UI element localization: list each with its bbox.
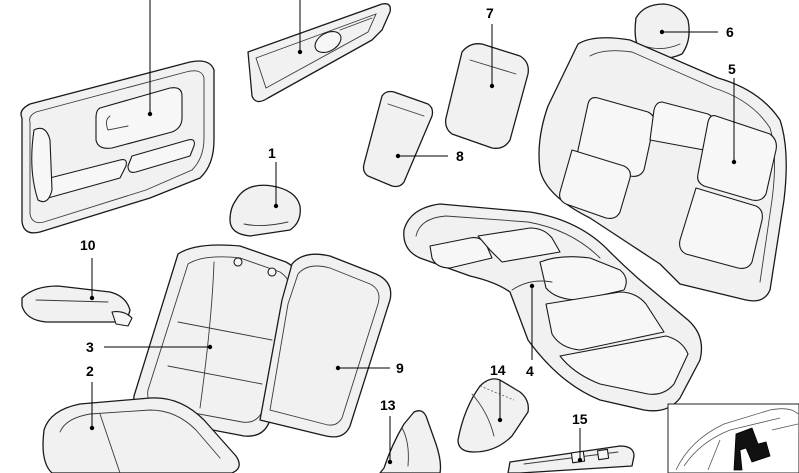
callout-1[interactable]: 1 <box>268 145 276 161</box>
leader-dot-4 <box>529 283 535 289</box>
leader-dot-7 <box>489 83 495 89</box>
leader-dot-15 <box>577 457 583 463</box>
callout-15[interactable]: 15 <box>572 411 588 427</box>
gear-lever-boot[interactable] <box>379 410 442 473</box>
leader-dot-9 <box>335 365 341 371</box>
armrest-pad[interactable] <box>21 285 133 327</box>
callout-14[interactable]: 14 <box>490 362 506 378</box>
trim-pad-8[interactable] <box>362 90 434 188</box>
rear-seat-backrest[interactable] <box>538 37 787 302</box>
door-trim-panel-front[interactable] <box>20 60 215 234</box>
seat-back-panel[interactable] <box>259 253 392 438</box>
rear-seat-cushion[interactable] <box>403 203 703 412</box>
callout-4[interactable]: 4 <box>526 363 534 379</box>
trim-pad-7[interactable] <box>444 43 529 149</box>
leader-dot-10 <box>89 295 95 301</box>
callout-6[interactable]: 6 <box>726 24 734 40</box>
leader-dot-8 <box>395 153 401 159</box>
leader-lines <box>89 0 737 465</box>
callout-10[interactable]: 10 <box>80 237 96 253</box>
console-bracket[interactable] <box>507 445 635 473</box>
leader-dot-3 <box>207 344 213 350</box>
callout-13[interactable]: 13 <box>380 397 396 413</box>
vehicle-inset <box>667 403 799 473</box>
leader-dot-door-strip <box>297 49 303 55</box>
leader-dot-2 <box>89 425 95 431</box>
leader-dot-door-trim <box>147 111 153 117</box>
headrest-front[interactable] <box>229 184 301 237</box>
callout-3[interactable]: 3 <box>86 339 94 355</box>
callout-9[interactable]: 9 <box>396 360 404 376</box>
callout-7[interactable]: 7 <box>486 5 494 21</box>
callout-8[interactable]: 8 <box>456 148 464 164</box>
leader-dot-6 <box>659 29 665 35</box>
callout-2[interactable]: 2 <box>86 363 94 379</box>
callout-numbers: 1 2 3 4 5 6 7 8 9 10 13 14 15 <box>80 5 736 427</box>
leader-dot-1 <box>273 203 279 209</box>
leader-dot-14 <box>497 417 503 423</box>
callout-5[interactable]: 5 <box>728 61 736 77</box>
handbrake-boot[interactable] <box>457 378 529 453</box>
leader-dot-5 <box>731 159 737 165</box>
door-trim-strip-rear[interactable] <box>247 3 391 103</box>
leader-dot-13 <box>387 459 393 465</box>
